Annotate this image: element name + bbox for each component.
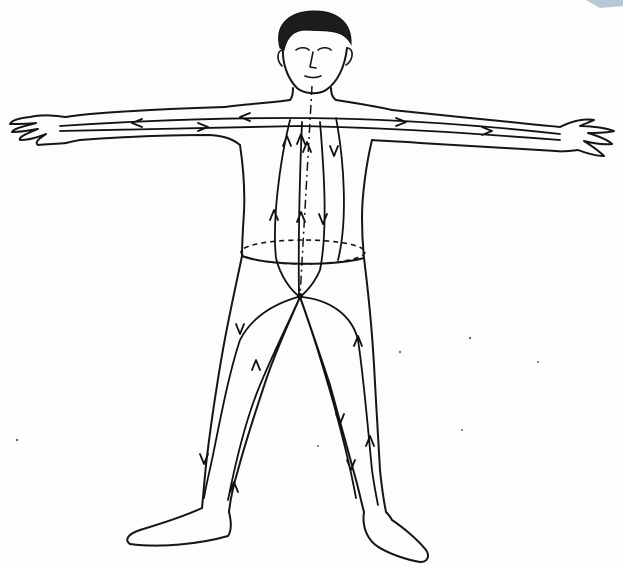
head <box>278 11 352 93</box>
torso-flow-left-outer <box>275 120 300 297</box>
torso-flow-right-outer <box>336 118 344 260</box>
neck-right <box>331 88 336 100</box>
left-leg-flow-outer <box>204 297 298 498</box>
torso <box>225 88 392 264</box>
arrow-left-leg-down-1 <box>236 324 244 334</box>
arrow-left-upper-leftward <box>240 113 250 121</box>
paper-specks <box>16 337 539 447</box>
left-shoulder <box>225 100 290 107</box>
left-leg-outer <box>202 256 242 508</box>
right-eye <box>318 48 331 50</box>
left-arm-lower-edge <box>66 135 240 145</box>
right-side-torso <box>362 140 372 258</box>
left-leg <box>127 256 300 546</box>
energy-flow-lines <box>60 118 560 505</box>
left-leg-inner <box>229 297 300 512</box>
right-leg <box>300 258 428 562</box>
right-leg-flow-outer <box>302 297 378 505</box>
nose <box>310 52 316 68</box>
arrow-right-arm-rightward-1 <box>396 118 406 126</box>
right-hand <box>556 119 614 156</box>
left-eye <box>296 48 309 50</box>
speck <box>461 429 463 431</box>
right-arm-upper-edge <box>392 110 560 127</box>
hair <box>279 11 351 50</box>
speck <box>537 361 539 363</box>
speck <box>16 439 18 441</box>
scan-artifact <box>586 0 623 8</box>
speck <box>469 337 471 339</box>
right-arm-lower-edge <box>372 140 556 151</box>
left-side-torso <box>240 145 244 256</box>
neck-left <box>290 88 293 100</box>
direction-arrows <box>132 113 492 492</box>
face-outline <box>283 48 347 93</box>
left-arm-upper-edge <box>66 107 225 117</box>
left-hand <box>10 115 66 145</box>
arrow-left-arm-leftward <box>132 119 142 127</box>
arrow-left-leg-up-1 <box>252 360 260 370</box>
arrow-torso-down-1 <box>330 146 338 156</box>
arrow-right-arm-rightward-2 <box>482 127 492 135</box>
right-shoulder <box>336 100 392 110</box>
arrow-torso-up-1 <box>283 136 291 146</box>
arrow-left-arm-rightward <box>198 123 208 131</box>
right-leg-flow-inner <box>300 297 356 498</box>
arrow-torso-up-5 <box>297 212 305 222</box>
mouth <box>305 76 321 78</box>
right-leg-outer <box>364 258 386 512</box>
arrow-torso-up-4 <box>270 210 278 220</box>
speck <box>317 445 319 447</box>
right-arm <box>372 110 614 156</box>
speck <box>399 351 401 353</box>
right-foot <box>364 512 428 562</box>
left-foot <box>127 508 231 546</box>
arrow-torso-down-2 <box>319 214 327 224</box>
